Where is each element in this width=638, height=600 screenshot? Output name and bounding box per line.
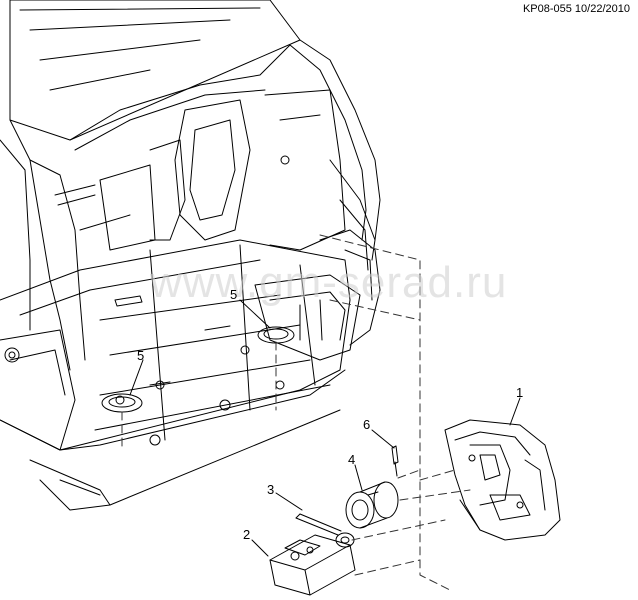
callout-2: 2 xyxy=(243,527,251,542)
jack-handle-wrench xyxy=(296,514,354,547)
wheel-lock-adapter xyxy=(346,482,398,528)
callout-4: 4 xyxy=(348,452,356,467)
floor-plug-upper xyxy=(258,327,294,343)
callout-5-upper: 5 xyxy=(230,287,238,302)
callout-3: 3 xyxy=(267,482,275,497)
callout-leader-lines xyxy=(130,300,520,556)
callout-5-lower: 5 xyxy=(137,348,145,363)
storage-bracket xyxy=(445,420,560,540)
watermark: www.gm-serad.ru xyxy=(150,258,508,307)
tire-inflator-compressor xyxy=(270,535,355,595)
callout-1: 1 xyxy=(516,385,524,400)
assembly-alignment-lines xyxy=(122,235,470,590)
callout-6: 6 xyxy=(363,417,371,432)
drawing-reference: KP08-055 10/22/2010 xyxy=(522,3,630,15)
fastener-pin xyxy=(392,446,398,476)
vehicle-body-structure xyxy=(0,0,380,510)
floor-plug-lower xyxy=(102,394,142,412)
